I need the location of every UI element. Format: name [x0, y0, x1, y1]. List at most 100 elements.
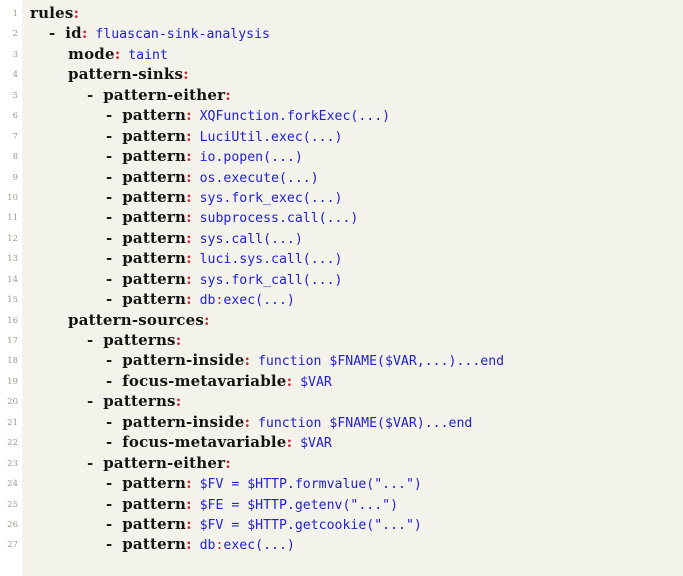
line-number: 25: [7, 499, 18, 510]
yaml-key-colon: :: [244, 351, 251, 370]
spacer: [192, 232, 200, 247]
line-content: -patterns:: [87, 330, 181, 350]
line-content: -pattern: sys.fork_exec(...): [106, 187, 342, 209]
line-number: 8: [12, 152, 18, 163]
yaml-value: taint: [128, 47, 168, 63]
yaml-key: pattern-either: [103, 85, 226, 104]
value-colon: :: [215, 538, 224, 554]
yaml-dash-marker: -: [87, 85, 94, 104]
line-content: pattern-sources:: [68, 310, 210, 330]
yaml-key-colon: :: [73, 4, 80, 22]
yaml-dash-marker: -: [106, 208, 113, 227]
yaml-value: function $FNAME($VAR)...end: [257, 415, 473, 431]
line-content: mode: taint: [68, 44, 168, 66]
code-line: 17-patterns:: [0, 330, 683, 350]
line-number: 27: [7, 540, 18, 551]
code-line: 12-pattern: sys.call(...): [0, 228, 683, 248]
yaml-key-colon: :: [244, 412, 251, 431]
yaml-dash-marker: -: [106, 167, 113, 186]
yaml-value: $FV = $HTTP.formvalue("..."): [199, 477, 422, 493]
spacer: [192, 477, 200, 492]
value-segment: db: [199, 538, 216, 554]
line-number: 19: [7, 376, 18, 387]
yaml-key-colon: :: [286, 433, 293, 452]
yaml-value: $VAR: [300, 436, 332, 452]
code-line: 11-pattern: subprocess.call(...): [0, 207, 683, 227]
spacer: [192, 538, 200, 553]
code-background-panel: [22, 0, 683, 576]
yaml-value: db:exec(...): [200, 535, 295, 553]
code-line: 18-pattern-inside: function $FNAME($VAR,…: [0, 350, 683, 370]
yaml-dash-marker: -: [106, 514, 113, 533]
yaml-dash-marker: -: [106, 228, 113, 247]
yaml-key-colon: :: [183, 65, 189, 84]
value-segment: db: [199, 293, 216, 309]
spacer: [192, 191, 200, 206]
yaml-key-colon: :: [225, 453, 231, 472]
line-number: 10: [7, 192, 18, 203]
yaml-key: pattern: [122, 474, 187, 493]
yaml-dash-marker: -: [106, 147, 113, 166]
yaml-key: focus-metavariable: [122, 433, 287, 452]
yaml-dash-marker: -: [106, 249, 113, 268]
yaml-value: $FV = $HTTP.getcookie("..."): [199, 517, 422, 533]
yaml-key: pattern: [122, 167, 187, 186]
line-content: -pattern-inside: function $FNAME($VAR,..…: [106, 350, 504, 372]
yaml-dash-marker: -: [106, 351, 113, 370]
yaml-key: pattern: [122, 126, 187, 145]
yaml-key-colon: :: [186, 167, 192, 186]
yaml-value: sys.fork_exec(...): [199, 190, 343, 206]
yaml-key: pattern: [122, 106, 187, 125]
spacer: [192, 252, 200, 267]
line-content: -pattern-either:: [87, 85, 231, 105]
yaml-dash-marker: -: [106, 494, 113, 513]
yaml-key: pattern: [122, 290, 187, 309]
yaml-value: io.popen(...): [199, 150, 303, 166]
line-content: -focus-metavariable: $VAR: [106, 432, 332, 454]
yaml-key-colon: :: [186, 514, 192, 533]
yaml-key: pattern: [122, 228, 187, 247]
yaml-key: pattern: [122, 208, 187, 227]
yaml-key: focus-metavariable: [122, 371, 287, 390]
spacer: [192, 293, 200, 308]
line-number: 26: [7, 519, 18, 530]
line-number: 20: [7, 397, 18, 408]
line-number: 15: [7, 295, 18, 306]
line-number: 13: [7, 254, 18, 265]
yaml-key-colon: :: [186, 106, 192, 125]
line-content: -pattern: sys.fork_call(...): [106, 269, 342, 291]
line-content: -pattern-inside: function $FNAME($VAR)..…: [106, 412, 472, 434]
yaml-value: fluascan-sink-analysis: [95, 27, 270, 43]
line-content: -pattern-either:: [87, 453, 231, 473]
spacer: [192, 518, 200, 533]
yaml-dash-marker: -: [106, 412, 113, 431]
line-number: 24: [7, 479, 18, 490]
line-number: 12: [7, 233, 18, 244]
yaml-key-colon: :: [186, 228, 192, 247]
line-content: pattern-sinks:: [68, 64, 189, 84]
yaml-key: pattern-either: [103, 453, 226, 472]
line-number: 4: [12, 70, 18, 81]
code-line: 7 -pattern: LuciUtil.exec(...): [0, 126, 683, 146]
line-number: 7: [12, 131, 18, 142]
line-content: rules:: [30, 3, 79, 23]
line-number: 23: [7, 458, 18, 469]
line-number: 5: [12, 90, 18, 101]
line-number: 22: [7, 438, 18, 449]
yaml-dash-marker: -: [106, 433, 113, 452]
line-number: 9: [12, 172, 18, 183]
line-content: -pattern: XQFunction.forkExec(...): [106, 105, 390, 127]
yaml-dash-marker: -: [106, 474, 113, 493]
code-line: 19-focus-metavariable: $VAR: [0, 371, 683, 391]
line-content: -pattern: db:exec(...): [106, 289, 295, 311]
yaml-key: rules: [30, 4, 74, 22]
line-content: -pattern: $FV = $HTTP.formvalue("..."): [106, 473, 422, 495]
code-line: 14-pattern: sys.fork_call(...): [0, 269, 683, 289]
yaml-key: pattern-sinks: [68, 65, 184, 84]
yaml-dash-marker: -: [49, 24, 56, 43]
yaml-key-colon: :: [186, 290, 192, 309]
line-content: -pattern: LuciUtil.exec(...): [106, 126, 342, 148]
yaml-value: luci.sys.call(...): [199, 252, 343, 268]
